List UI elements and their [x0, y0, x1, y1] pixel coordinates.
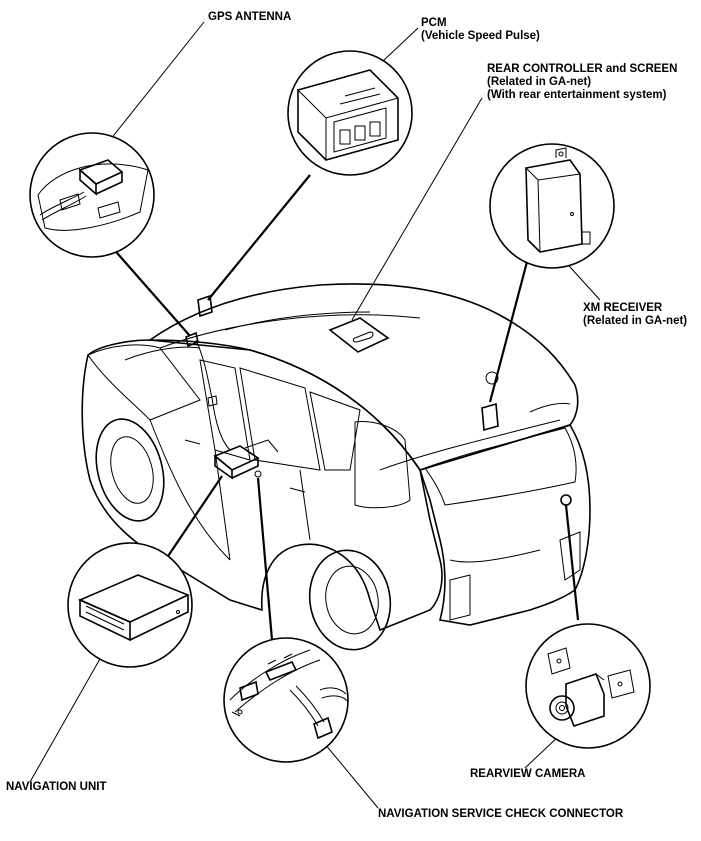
pcm-callout [287, 50, 413, 176]
pcm-label: PCM [421, 17, 447, 29]
navigation-unit-callout [67, 542, 193, 668]
rear-controller-label: REAR CONTROLLER and SCREEN [487, 63, 677, 75]
xm-receiver-label: XM RECEIVER [583, 302, 663, 314]
navigation-unit-label: NAVIGATION UNIT [6, 781, 107, 793]
nav-service-connector-label: NAVIGATION SERVICE CHECK CONNECTOR [378, 808, 624, 820]
xm-receiver-callout [489, 143, 615, 269]
on-vehicle-components [185, 294, 572, 506]
service-connector-callout [223, 637, 349, 763]
rearview-camera-callout [525, 623, 651, 749]
pcm-sublabel: (Vehicle Speed Pulse) [421, 30, 540, 42]
xm-receiver-sublabel: (Related in GA-net) [583, 315, 687, 327]
labels: GPS ANTENNA PCM (Vehicle Speed Pulse) RE… [6, 11, 687, 820]
leader-lines [29, 21, 601, 809]
rear-controller-sublabel-2: (With rear entertainment system) [487, 89, 667, 101]
gps-antenna-callout [29, 132, 155, 258]
rearview-camera-label: REARVIEW CAMERA [470, 768, 585, 780]
gps-antenna-label: GPS ANTENNA [208, 11, 291, 23]
rear-controller-sublabel-1: (Related in GA-net) [487, 76, 591, 88]
